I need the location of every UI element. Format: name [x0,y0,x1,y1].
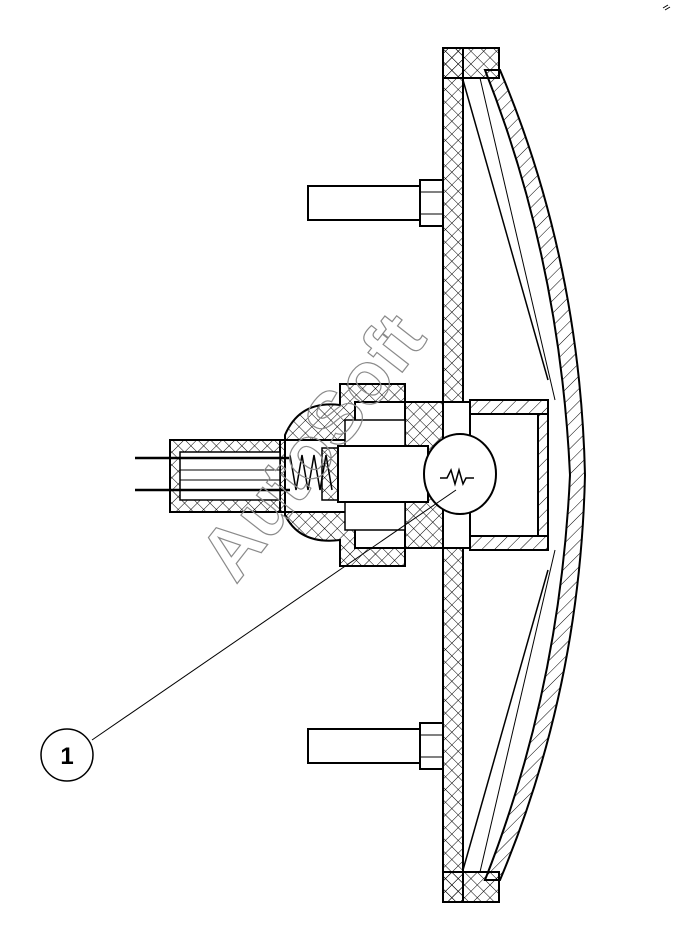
mounting-stud-top [307,179,444,227]
bulb [337,433,497,515]
lens [462,69,587,881]
reflector [463,399,549,551]
mounting-stud-bottom [307,722,444,770]
connector [135,439,290,513]
callout-1-label: 1 [60,743,73,770]
callout-1: 1 [40,728,94,782]
callout-leader-line [91,489,457,741]
corner-mark [662,4,671,11]
